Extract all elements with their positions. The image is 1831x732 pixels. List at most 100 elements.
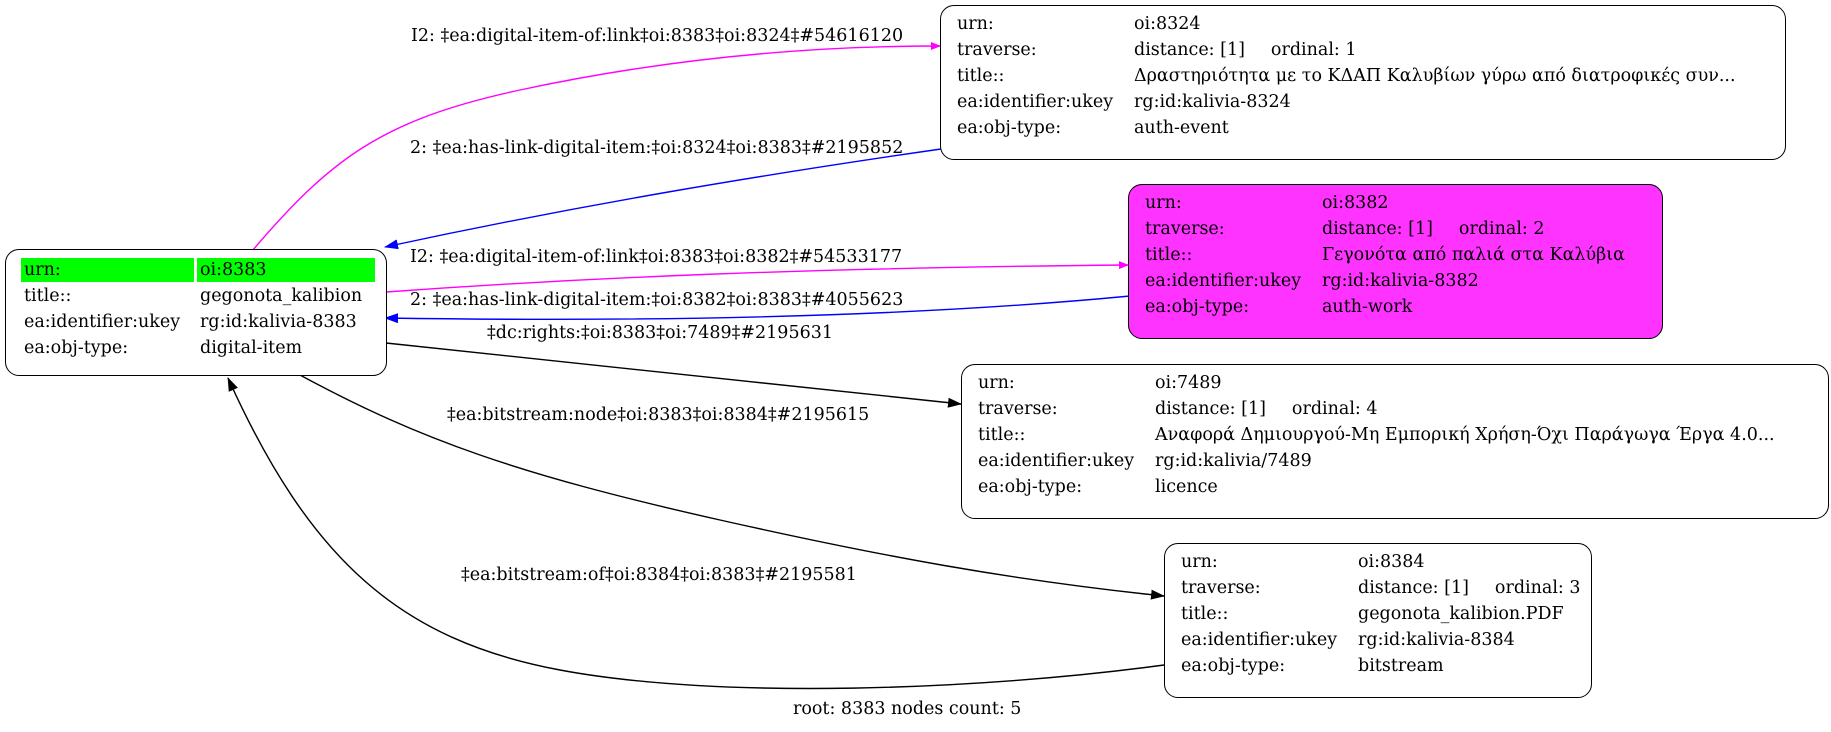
edge-8382-to-8383[interactable] — [384, 295, 1131, 324]
row-key: ea:identifier:ukey — [1145, 271, 1302, 291]
row-key: ea:obj-type: — [1181, 656, 1286, 676]
node-oi-8324[interactable]: urn: oi:8324 traverse: distance: [1] ordina… — [940, 5, 1786, 160]
row-value: gegonota_kalibion — [200, 286, 363, 306]
node-oi-8383[interactable]: urn: oi:8383 title:: gegonota_kalibion e… — [5, 249, 387, 376]
row-key: ea:obj-type: — [957, 118, 1062, 138]
row-value: auth-work — [1322, 297, 1413, 317]
edge-label-8383-to-8384: ‡ea:bitstream:node‡oi:8383‡oi:8384‡#2195… — [447, 405, 870, 425]
node-row-urn: urn: oi:8382 — [1142, 191, 1628, 215]
node-row-ukey: ea:identifier:ukey rg:id:kalivia-8383 — [21, 310, 375, 334]
graph-footer: root: 8383 nodes count: 5 — [793, 699, 1022, 719]
node-row-title: title::Γεγονότα από παλιά στα Καλύβια — [1142, 243, 1628, 267]
edge-label-8384-to-8383: ‡ea:bitstream:of‡oi:8384‡oi:8383‡#219558… — [461, 565, 857, 585]
node-row-title: title::gegonota_kalibion.PDF — [1178, 602, 1584, 626]
row-key: urn: — [978, 373, 1015, 393]
traverse-distance: distance: [1] — [1155, 399, 1266, 419]
row-value: rg:id:kalivia-8382 — [1322, 271, 1479, 291]
row-value: digital-item — [200, 338, 303, 358]
row-value: Γεγονότα από παλιά στα Καλύβια — [1322, 245, 1625, 265]
row-value: rg:id:kalivia-8383 — [200, 312, 357, 332]
row-key: title:: — [24, 286, 72, 306]
node-row-title: title::Δραστηριότητα με το ΚΔΑΠ Καλυβίων… — [954, 64, 1739, 88]
node-oi-7489[interactable]: urn: oi:7489 traverse: distance: [1] ordina… — [961, 364, 1829, 519]
node-row-title: title:: gegonota_kalibion — [21, 284, 375, 308]
node-row-ukey: ea:identifier:ukey rg:id:kalivia/7489 — [975, 449, 1778, 473]
traverse-distance: distance: [1] — [1358, 578, 1469, 598]
row-value: distance: [1]ordinal: 3 — [1355, 576, 1584, 600]
edge-8384-to-8383[interactable] — [227, 377, 1165, 690]
row-key: ea:identifier:ukey — [24, 312, 181, 332]
edge-8383-to-8382[interactable] — [385, 261, 1129, 293]
row-value: rg:id:kalivia-8324 — [1134, 92, 1291, 112]
edge-8383-to-7489[interactable] — [385, 342, 962, 408]
node-row-urn: urn: oi:8384 — [1178, 550, 1584, 574]
row-key: ea:obj-type: — [24, 338, 129, 358]
row-key: title:: — [957, 66, 1005, 86]
row-value: bitstream — [1358, 656, 1444, 676]
row-value: gegonota_kalibion.PDF — [1358, 604, 1564, 624]
row-value: auth-event — [1134, 118, 1229, 138]
row-value: oi:8384 — [1358, 552, 1425, 572]
row-value: oi:8382 — [1322, 193, 1389, 213]
node-oi-8384[interactable]: urn: oi:8384 traverse: distance: [1]ordina… — [1164, 543, 1592, 698]
node-row-traverse: traverse: distance: [1] ordinal: 4 — [975, 397, 1778, 421]
node-row-obj-type: ea:obj-type: licence — [975, 475, 1778, 499]
edge-8383-to-8384[interactable] — [299, 374, 1165, 600]
row-value: licence — [1155, 477, 1218, 497]
row-key: ea:identifier:ukey — [978, 451, 1135, 471]
traverse-distance: distance: [1] — [1134, 40, 1245, 60]
node-row-obj-type: ea:obj-type: bitstream — [1178, 654, 1584, 678]
node-row-obj-type: ea:obj-type: digital-item — [21, 336, 375, 360]
node-row-traverse: traverse: distance: [1] ordinal: 2 — [1142, 217, 1628, 241]
edge-label-8383-to-7489: ‡dc:rights:‡oi:8383‡oi:7489‡#2195631 — [487, 323, 833, 343]
node-7489-table: urn: oi:7489 traverse: distance: [1] ordina… — [972, 369, 1781, 501]
node-8382-table: urn: oi:8382 traverse: distance: [1] ordina… — [1139, 189, 1631, 321]
row-value: rg:id:kalivia/7489 — [1155, 451, 1312, 471]
node-oi-8382[interactable]: urn: oi:8382 traverse: distance: [1] ordina… — [1128, 184, 1663, 339]
row-key: title:: — [1181, 604, 1229, 624]
row-value: distance: [1] ordinal: 2 — [1319, 217, 1628, 241]
node-row-urn: urn: oi:7489 — [975, 371, 1778, 395]
node-row-traverse: traverse: distance: [1]ordinal: 3 — [1178, 576, 1584, 600]
row-key: traverse: — [1181, 578, 1261, 598]
node-8384-table: urn: oi:8384 traverse: distance: [1]ordina… — [1175, 548, 1587, 680]
row-value: oi:7489 — [1155, 373, 1222, 393]
edge-8324-to-8383[interactable] — [384, 148, 942, 250]
row-key: urn: — [957, 14, 994, 34]
traverse-ordinal: ordinal: 1 — [1270, 40, 1357, 60]
node-row-ukey: ea:identifier:ukey rg:id:kalivia-8324 — [954, 90, 1739, 114]
row-value: distance: [1] ordinal: 4 — [1152, 397, 1778, 421]
row-value: distance: [1] ordinal: 1 — [1131, 38, 1739, 62]
edge-label-8324-to-8383: 2: ‡ea:has-link-digital-item:‡oi:8324‡oi… — [410, 138, 904, 158]
row-key: urn: — [21, 258, 194, 282]
node-row-ukey: ea:identifier:ukey rg:id:kalivia-8382 — [1142, 269, 1628, 293]
edge-label-8383-to-8324: I2: ‡ea:digital-item-of:link‡oi:8383‡oi:… — [411, 26, 904, 46]
node-row-title: title::Αναφορά Δημιουργού-Μη Εμπορική Χρ… — [975, 423, 1778, 447]
row-key: urn: — [1145, 193, 1182, 213]
row-key: traverse: — [1145, 219, 1225, 239]
node-row-traverse: traverse: distance: [1] ordinal: 1 — [954, 38, 1739, 62]
row-key: title:: — [1145, 245, 1193, 265]
node-8324-table: urn: oi:8324 traverse: distance: [1] ordina… — [951, 10, 1742, 142]
traverse-ordinal: ordinal: 2 — [1458, 219, 1545, 239]
row-key: traverse: — [978, 399, 1058, 419]
row-value: oi:8383 — [197, 258, 375, 282]
node-row-obj-type: ea:obj-type: auth-work — [1142, 295, 1628, 319]
edge-8383-to-8324[interactable] — [251, 42, 941, 252]
row-value: Δραστηριότητα με το ΚΔΑΠ Καλυβίων γύρω α… — [1134, 66, 1736, 86]
edge-label-8382-to-8383: 2: ‡ea:has-link-digital-item:‡oi:8382‡oi… — [410, 290, 904, 310]
row-value: Αναφορά Δημιουργού-Μη Εμπορική Χρήση-Όχι… — [1155, 425, 1775, 445]
node-8383-table: urn: oi:8383 title:: gegonota_kalibion e… — [18, 256, 378, 362]
row-key: traverse: — [957, 40, 1037, 60]
row-key: title:: — [978, 425, 1026, 445]
row-key: ea:identifier:ukey — [957, 92, 1114, 112]
row-value: oi:8324 — [1134, 14, 1201, 34]
row-key: urn: — [1181, 552, 1218, 572]
traverse-distance: distance: [1] — [1322, 219, 1433, 239]
row-key: ea:obj-type: — [978, 477, 1083, 497]
row-key: ea:obj-type: — [1145, 297, 1250, 317]
row-key: ea:identifier:ukey — [1181, 630, 1338, 650]
traverse-ordinal: ordinal: 4 — [1291, 399, 1378, 419]
node-row-urn: urn: oi:8324 — [954, 12, 1739, 36]
